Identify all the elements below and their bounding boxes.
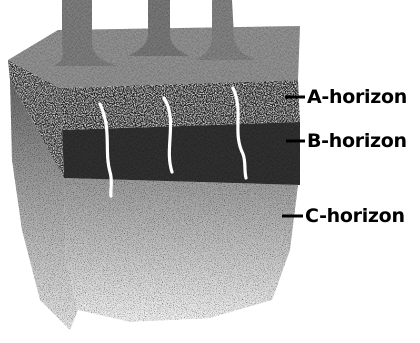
- b-horizon-layer: [62, 122, 300, 185]
- a-horizon-label: A-horizon: [307, 86, 407, 108]
- a-horizon-layer: [60, 80, 300, 130]
- b-horizon-label: B-horizon: [307, 130, 407, 152]
- c-horizon-label: C-horizon: [305, 205, 405, 227]
